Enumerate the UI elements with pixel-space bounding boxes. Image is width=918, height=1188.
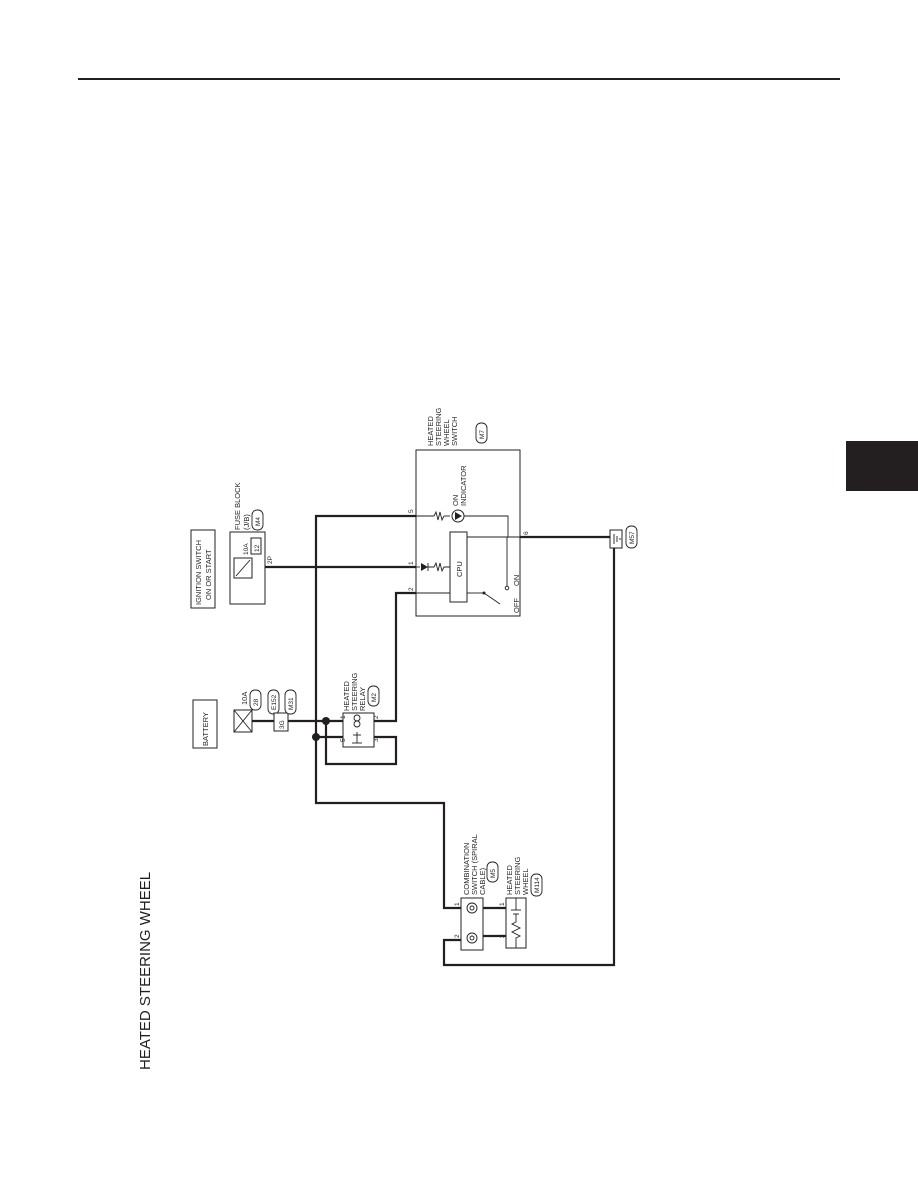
wheel-line3: WHEEL <box>521 868 530 895</box>
switch-pin-6: 6 <box>523 531 530 535</box>
connector-m7: M7 <box>479 430 486 439</box>
battery-label: BATTERY <box>201 712 210 746</box>
heated-steering-wheel-switch: HEATED STEERING WHEEL SWITCH M7 5 1 2 6 … <box>408 407 530 617</box>
combination-switch: 1 2 COMBINATION SWITCH (SPIRAL CABLE) M5 <box>454 834 499 951</box>
splice-lower <box>312 733 320 741</box>
switch-pin-1: 1 <box>408 561 415 565</box>
section-tab <box>846 441 918 491</box>
connector-m2: M2 <box>371 693 378 702</box>
connector-m31: M31 <box>288 697 295 710</box>
comb-line2: SWITCH (SPIRAL <box>470 834 479 895</box>
fuse-block-line1: FUSE BLOCK <box>233 482 242 530</box>
switch-pin-5: 5 <box>408 509 415 513</box>
wheel-line2: STEERING <box>513 856 522 895</box>
switch-off: OFF <box>512 598 521 613</box>
splice-upper <box>322 717 330 725</box>
switch-line4: SWITCH <box>450 416 459 446</box>
wires <box>252 514 616 967</box>
switch-line1: HEATED <box>426 416 435 446</box>
switch-on: ON <box>512 575 521 586</box>
fuse-block: FUSE BLOCK (J/B) M4 10A 12 2P <box>229 482 274 605</box>
wheel-pin-1: 1 <box>499 902 506 906</box>
indicator-on: ON <box>451 495 460 506</box>
relay-line2: STEERING <box>350 672 359 711</box>
connector-m4: M4 <box>255 517 262 526</box>
fuse-block-line2: (J/B) <box>242 514 251 530</box>
fuse-block-pin: 2P <box>267 556 274 564</box>
page-title: HEATED STEERING WHEEL <box>137 872 154 1070</box>
comb-pin-1: 1 <box>454 902 461 906</box>
relay-pin-5: 5 <box>340 738 347 742</box>
connector-m57: M57 <box>629 531 636 544</box>
relay-line1: HEATED <box>342 681 351 711</box>
relay-pin-2: 2 <box>373 715 380 719</box>
connector-m114: M114 <box>534 877 541 893</box>
comb-pin-2: 2 <box>454 934 461 938</box>
relay-pin-3: 3 <box>373 738 380 742</box>
connector-m5: M5 <box>490 869 497 878</box>
relay-line3: RELAY <box>358 687 367 711</box>
connector-pin-3g: 3G <box>279 720 286 729</box>
switch-line2: STEERING <box>434 407 443 446</box>
ignition-line2: ON OR START <box>204 549 213 600</box>
heated-steering-wheel: 1 2 HEATED STEERING WHEEL M114 <box>499 856 543 949</box>
switch-line3: WHEEL <box>442 419 451 446</box>
indicator-label: INDICATOR <box>459 465 468 506</box>
fuse-block-rating: 10A <box>243 543 250 555</box>
ignition-switch: IGNITION SWITCH ON OR START <box>190 529 216 609</box>
ignition-line1: IGNITION SWITCH <box>194 540 203 605</box>
fuse-28-number: 28 <box>253 698 260 706</box>
fuse-block-number: 12 <box>254 544 261 552</box>
cpu-label: CPU <box>455 561 464 577</box>
comb-line3: CABLE) <box>478 867 487 895</box>
connector-e152: E152 <box>271 694 278 710</box>
wheel-line1: HEATED <box>505 865 514 895</box>
wheel-pin-2: 2 <box>499 934 506 938</box>
comb-line1: COMBINATION <box>462 843 471 895</box>
fuse-28: 10A 28 <box>233 689 262 733</box>
battery: BATTERY <box>192 699 218 749</box>
heated-steering-relay: 1 2 3 5 HEATED STEERING RELAY M2 <box>340 672 380 748</box>
relay-pin-1: 1 <box>340 715 347 719</box>
ground-m57: M57 <box>609 525 638 549</box>
fuse-28-rating: 10A <box>240 692 249 705</box>
switch-pin-2: 2 <box>408 587 415 591</box>
